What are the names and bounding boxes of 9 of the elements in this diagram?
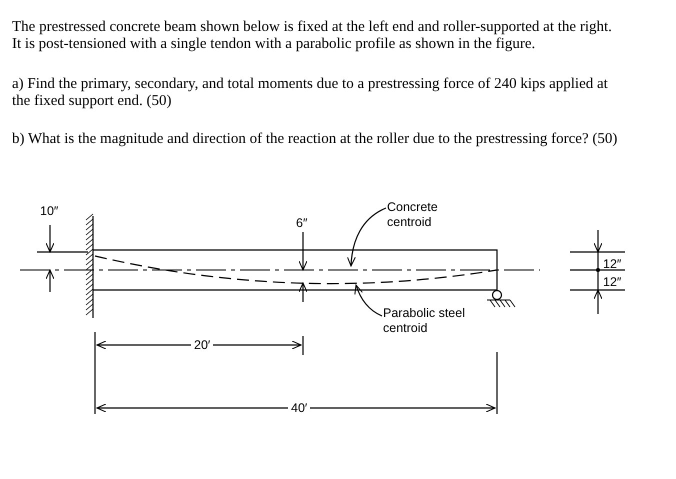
question-text: b) What is the magnitude and direction of the reaction at the roller due to the prestressing force? (50) — [12, 131, 618, 148]
dimension-label: 10″ — [40, 204, 58, 219]
question-text: a) Find the primary, secondary, and total moments due to a prestressing force of 240 kips applied at the fixed support end. (50) — [12, 76, 609, 110]
problem-statement: The prestressed concrete beam shown below is fixed at the left end and roller-supported at the right. It is post-tensioned with a single tendon with a parabolic profile as shown in the figure. — [12, 19, 613, 53]
dimension-label: 12″ — [603, 275, 622, 290]
dimension-label: 6″ — [296, 216, 308, 231]
callout-label: Parabolic steel centroid — [383, 306, 473, 336]
dimension-label: 12″ — [603, 257, 622, 272]
callout-label: Concrete centroid — [387, 200, 477, 230]
